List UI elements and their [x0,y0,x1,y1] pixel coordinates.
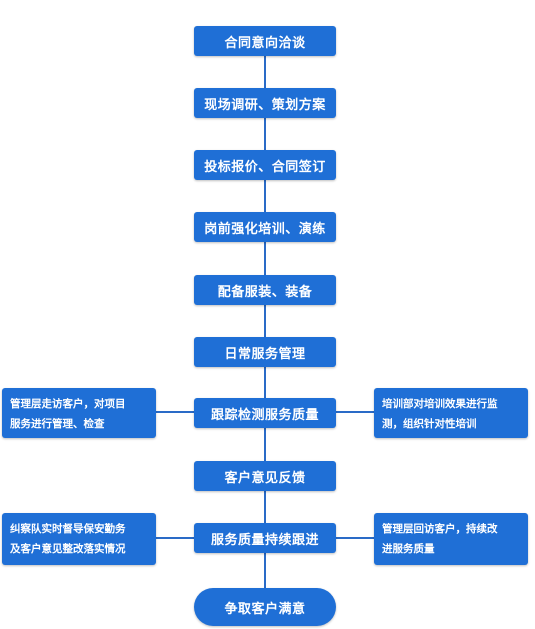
step-customer-feedback: 客户意见反馈 [194,461,336,491]
note-line: 纠察队实时督导保安勤务 [10,523,126,535]
note-line: 管理层走访客户，对项目 [10,398,126,410]
note-line: 进服务质量 [382,543,435,555]
note-line: 管理层回访客户，持续改 [382,523,498,535]
step-quality-followup: 服务质量持续跟进 [194,523,336,553]
step-contract-intent: 合同意向洽谈 [194,26,336,56]
note-left-management-visit: 管理层走访客户，对项目 服务进行管理、检查 [2,388,156,438]
note-right-training-monitor: 培训部对培训效果进行监 测，组织针对性培训 [374,388,528,438]
note-line: 服务进行管理、检查 [10,418,105,430]
step-daily-management: 日常服务管理 [194,337,336,367]
step-customer-satisfaction: 争取客户满意 [194,588,336,626]
note-line: 测，组织针对性培训 [382,418,477,430]
step-training: 岗前强化培训、演练 [194,212,336,242]
note-right-return-visit: 管理层回访客户，持续改 进服务质量 [374,513,528,565]
step-quality-tracking: 跟踪检测服务质量 [194,398,336,428]
note-line: 及客户意见整改落实情况 [10,543,126,555]
note-left-patrol-supervision: 纠察队实时督导保安勤务 及客户意见整改落实情况 [2,513,156,565]
step-bid-contract: 投标报价、合同签订 [194,150,336,180]
step-site-survey: 现场调研、策划方案 [194,88,336,118]
step-equipment: 配备服装、装备 [194,275,336,305]
note-line: 培训部对培训效果进行监 [382,398,498,410]
